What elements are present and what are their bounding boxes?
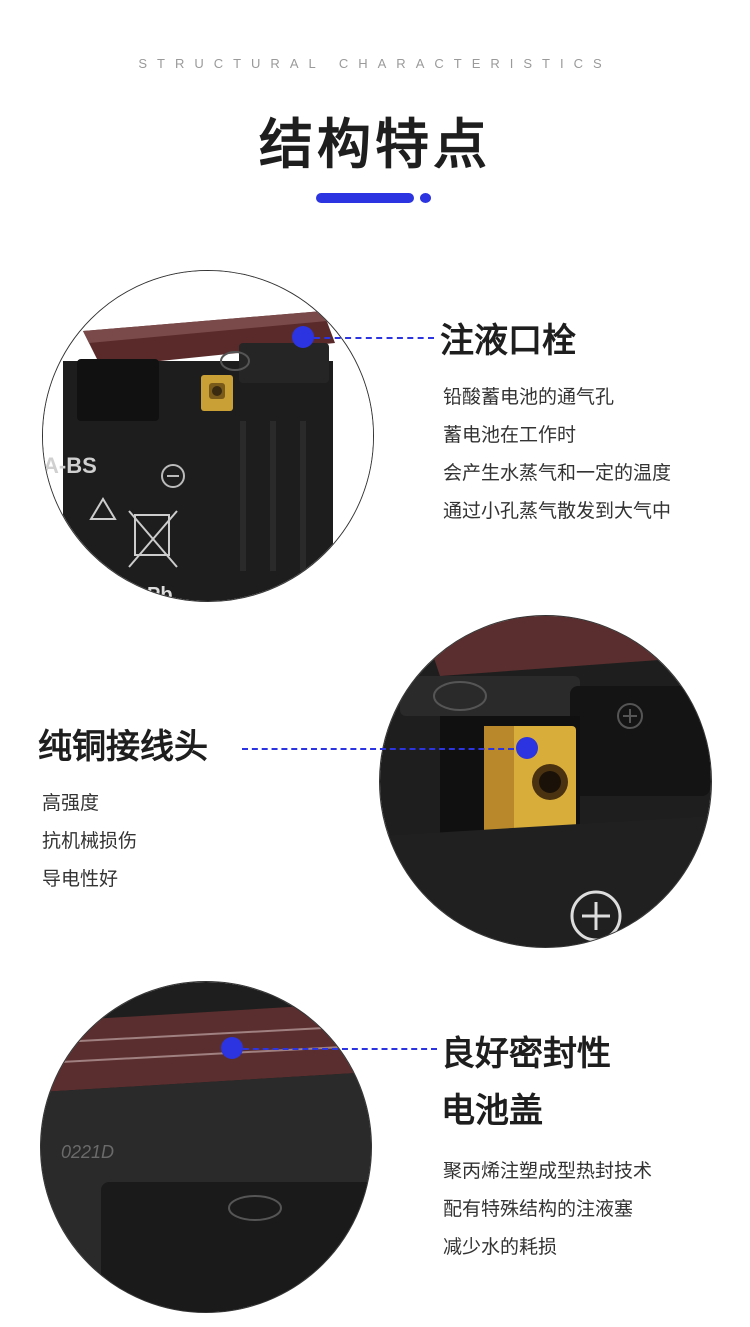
feature-desc-filler-plug: 铅酸蓄电池的通气孔 蓄电池在工作时 会产生水蒸气和一定的温度 通过小孔蒸气散发到… [443,386,672,522]
batch-code-label: 0221D [61,1142,114,1162]
lead-symbol-label: Pb [147,584,173,602]
section-title: 结构特点 [259,113,491,176]
marker-dot-1 [292,326,314,348]
underline-dot [420,193,431,203]
feature-heading-copper-terminal: 纯铜接线头 [38,727,208,767]
connector-line-2 [242,748,514,750]
feature-heading-sealed-cover: 良好密封性 电池盖 [441,1034,611,1131]
battery-model-label: A-BS [43,453,97,478]
connector-line-1 [314,337,434,339]
feature-desc-copper-terminal: 高强度 抗机械损伤 导电性好 [42,792,138,890]
section-subtitle: STRUCTURAL CHARACTERISTICS [138,56,612,71]
marker-dot-2 [516,737,538,759]
marker-dot-3 [221,1037,243,1059]
feature-heading-filler-plug: 注液口栓 [440,321,576,361]
battery-filler-plug-image: A-BS Pb [42,270,374,602]
feature-desc-sealed-cover: 聚丙烯注塑成型热封技术 配有特殊结构的注液塞 减少水的耗损 [443,1160,653,1258]
copper-terminal-image [379,615,712,948]
sealed-cover-image: 0221D [40,981,372,1313]
connector-line-3 [243,1048,437,1050]
underline-bar [316,193,414,203]
